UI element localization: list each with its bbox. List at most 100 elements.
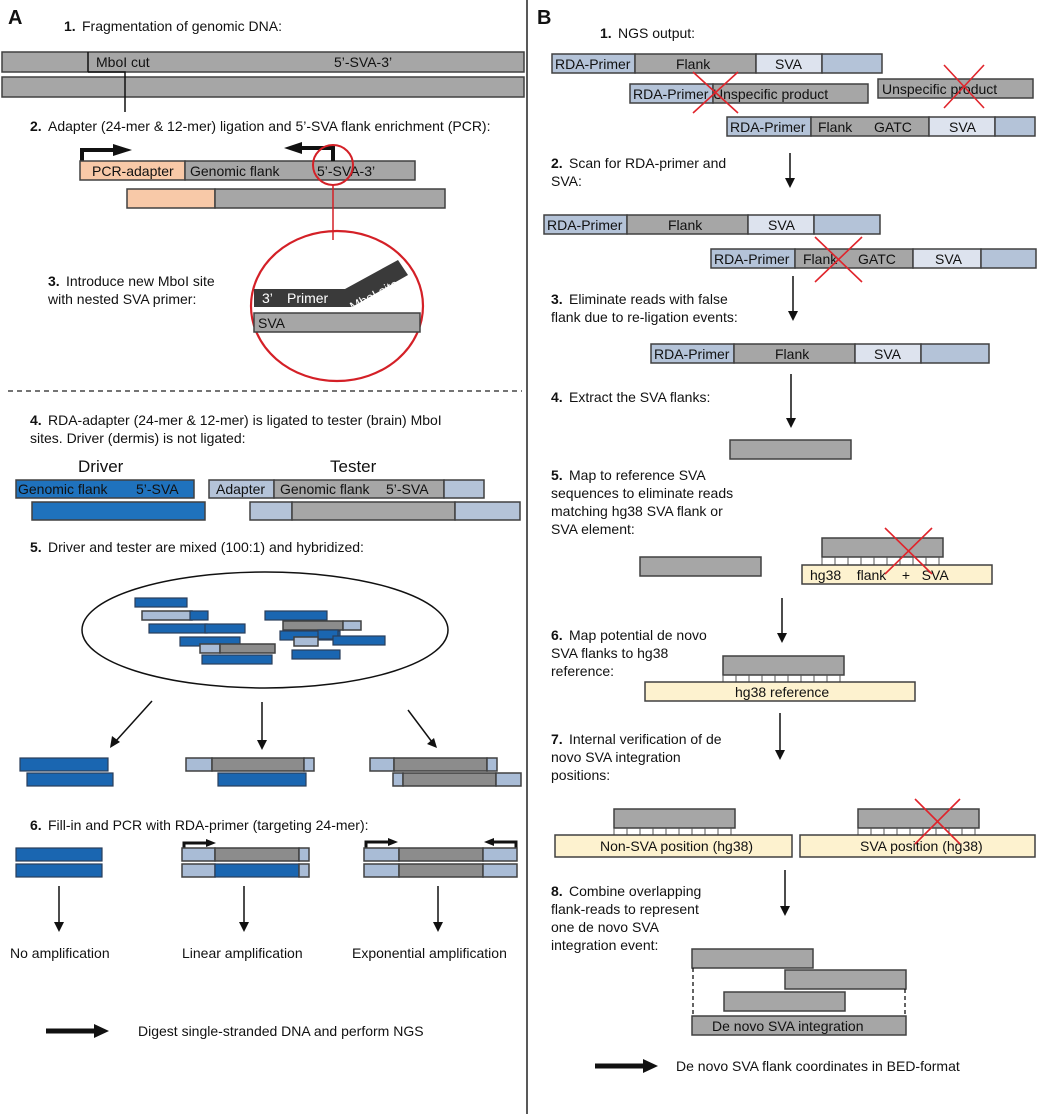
outcome-strand — [393, 757, 488, 772]
adapter-box — [980, 248, 1037, 269]
outcome-strand — [298, 863, 310, 878]
tester-label: Tester — [330, 457, 377, 476]
b-step8-text: flank-reads to represent — [551, 901, 699, 917]
outcome-strand — [363, 847, 400, 862]
primer-arrowhead — [484, 838, 494, 846]
a-step1-text: Fragmentation of genomic DNA: — [82, 18, 282, 34]
driver-flank-label: Genomic flank — [18, 481, 108, 497]
driver-fragment — [291, 649, 341, 660]
flow-arrowhead — [780, 906, 790, 916]
b-step8-text: one de novo SVA — [551, 919, 660, 935]
hg38-reference-label: hg38 reference — [735, 684, 829, 700]
flow-arrowhead — [786, 418, 796, 428]
flank-read-box — [857, 808, 980, 829]
adapter-box — [813, 214, 881, 235]
flow-arrowhead — [775, 750, 785, 760]
flow-arrowhead — [785, 178, 795, 188]
tester-fragment — [342, 620, 362, 631]
b-final-text: De novo SVA flank coordinates in BED-for… — [676, 1058, 960, 1074]
genomic-flank-box — [214, 188, 446, 209]
b-step2-text: Scan for RDA-primer and — [569, 155, 726, 171]
flow-arrowhead — [257, 740, 267, 750]
driver-fragment — [332, 635, 386, 646]
a-step6-text: Fill-in and PCR with RDA-primer (targeti… — [48, 817, 369, 833]
b-step7-text: Internal verification of de — [569, 731, 722, 747]
final-arrowhead — [643, 1059, 658, 1073]
step-number: 5. — [30, 539, 42, 555]
cut-line — [88, 71, 126, 112]
rda-primer-label: RDA-Primer — [547, 217, 623, 233]
flank-label: Flank — [818, 119, 853, 135]
sva-position-box — [799, 834, 1036, 858]
b-step3-text: flank due to re-ligation events: — [551, 309, 738, 325]
step-number: 5. — [551, 467, 563, 483]
flow-arrowhead — [54, 922, 64, 932]
outcome-strand — [495, 772, 522, 787]
step-number: 6. — [30, 817, 42, 833]
rda-primer-label: RDA-Primer — [730, 119, 806, 135]
driver-fragment — [148, 623, 208, 634]
outcome-strand — [392, 772, 404, 787]
b-step3-text: Eliminate reads with false — [569, 291, 728, 307]
tester-adapter-label: Adapter — [216, 481, 265, 497]
sva-label: 5’-SVA-3’ — [334, 54, 392, 70]
reverse-primer-arrow — [300, 146, 335, 161]
tester-fragment — [199, 643, 221, 654]
b-step8-text: Combine overlapping — [569, 883, 701, 899]
driver-fragment — [264, 610, 328, 621]
alignment-ticks — [857, 828, 976, 835]
outcome-strand — [298, 847, 310, 862]
genomic-dna-strand — [1, 51, 525, 73]
zoom-circle-large — [249, 229, 425, 383]
step-number: 3. — [551, 291, 563, 307]
a-final-text: Digest single-stranded DNA and perform N… — [138, 1023, 424, 1039]
step-number: 1. — [600, 25, 612, 41]
driver-strand — [15, 479, 195, 499]
step-number: 8. — [551, 883, 563, 899]
flank-read-box — [722, 655, 845, 676]
outcome-strand — [19, 757, 109, 772]
b-step5-text: sequences to eliminate reads — [551, 485, 733, 501]
sva-label: 5’-SVA-3’ — [317, 163, 375, 179]
hg38-flank-sva-label: hg38 flank + SVA — [810, 567, 949, 583]
outcome-strand — [482, 863, 518, 878]
tester-adapter — [454, 501, 521, 521]
tester-fragment — [293, 636, 319, 647]
unspecific-label: Unspecific product — [713, 86, 828, 102]
a-step3-text: with nested SVA primer: — [47, 291, 196, 307]
b-step7-text: positions: — [551, 767, 610, 783]
tester-adapter — [443, 479, 485, 499]
sva-label: SVA — [775, 56, 803, 72]
tester-fragment — [141, 610, 193, 621]
outcome-strand — [15, 847, 103, 862]
tester-fragment — [219, 643, 276, 654]
non-sva-position-label: Non-SVA position (hg38) — [600, 838, 753, 854]
primer-label: Primer — [287, 290, 329, 306]
hg38-reference-box — [644, 681, 916, 702]
sva-box — [253, 312, 421, 333]
flow-arrow — [114, 700, 153, 743]
b-step7-text: novo SVA integration — [551, 749, 681, 765]
tester-adapter — [249, 501, 293, 521]
flank-read-box — [639, 556, 762, 577]
step-number: 2. — [551, 155, 563, 171]
forward-primer-arrowhead — [113, 144, 132, 156]
driver-fragment — [201, 654, 273, 665]
forward-primer-arrow — [80, 148, 115, 164]
extracted-flank-box — [729, 439, 852, 460]
flow-arrowhead — [777, 633, 787, 643]
driver-fragment — [204, 623, 246, 634]
unspecific-label: Unspecific product — [882, 81, 997, 97]
adapter-box — [920, 343, 990, 364]
flank-label: Flank — [676, 56, 711, 72]
outcome-strand — [214, 863, 300, 878]
b-step5-text: matching hg38 SVA flank or — [551, 503, 723, 519]
outcome-strand — [486, 757, 498, 772]
step-number: 4. — [551, 389, 563, 405]
genomic-dna-strand — [1, 76, 525, 98]
driver-label: Driver — [78, 457, 124, 476]
flow-arrowhead — [110, 736, 120, 748]
pcr-adapter-label: PCR-adapter — [92, 163, 174, 179]
pcr-adapter-box — [126, 188, 216, 209]
